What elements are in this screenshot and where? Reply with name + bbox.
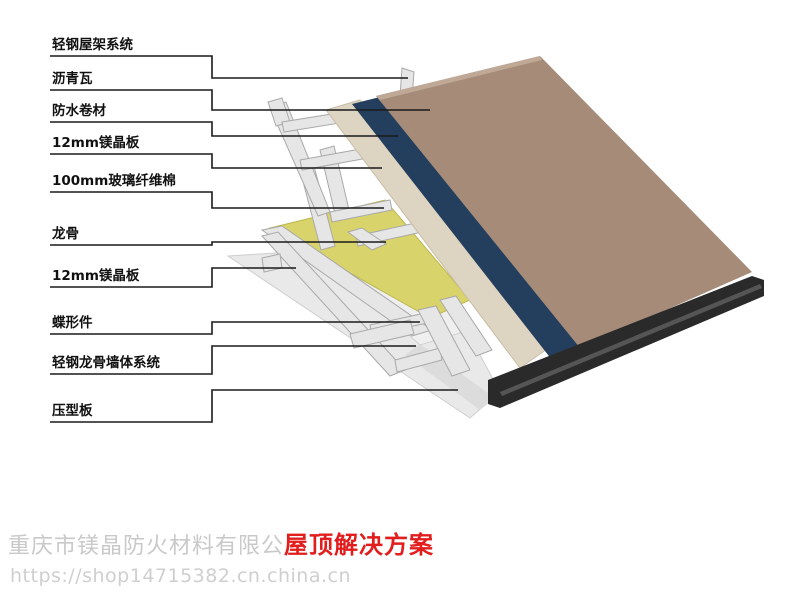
label-keel: 龙骨: [52, 226, 79, 242]
label-waterproof-membrane: 防水卷材: [52, 103, 106, 119]
label-light-steel-wall-system: 轻钢龙骨墙体系统: [52, 355, 160, 371]
footer-title: 重庆市镁晶防火材料有限公屋顶解决方案: [8, 525, 434, 560]
company-name: 重庆市镁晶防火材料有限公: [8, 534, 285, 559]
label-mgo-board-upper: 12mm镁晶板: [52, 135, 140, 151]
label-glass-wool: 100mm玻璃纤维棉: [52, 173, 176, 189]
label-asphalt-shingle: 沥青瓦: [52, 71, 93, 87]
label-butterfly-connector: 蝶形件: [52, 315, 93, 331]
label-profiled-sheet: 压型板: [52, 403, 93, 419]
roof-top-edge: [376, 56, 542, 100]
label-light-steel-roof-truss: 轻钢屋架系统: [52, 37, 133, 53]
roof-solution-title: 屋顶解决方案: [284, 531, 435, 559]
eave-gutter-lip: [500, 284, 762, 396]
waterproof-membrane: [352, 94, 590, 360]
watermark-url: https://shop14715382.cn.china.cn: [10, 565, 351, 587]
label-mgo-board-lower: 12mm镁晶板: [52, 268, 140, 284]
leader-lines: [50, 55, 458, 423]
asphalt-shingle: [376, 56, 752, 348]
